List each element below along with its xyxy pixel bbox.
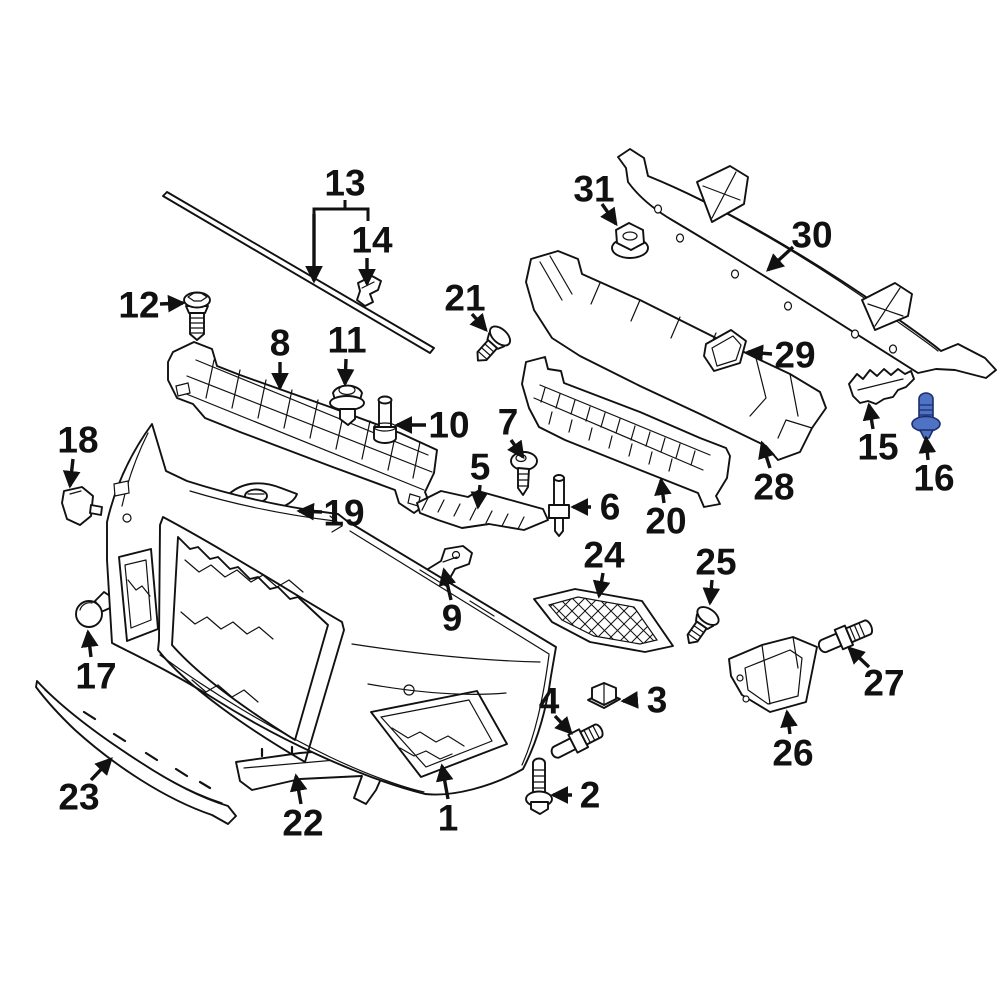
callout-9: 9 <box>438 567 463 639</box>
part-12-screw <box>183 291 211 341</box>
callout-19: 19 <box>296 493 365 534</box>
part-2-screw <box>525 757 553 815</box>
callout-label-12: 12 <box>118 285 159 326</box>
part-31-nut <box>611 222 649 259</box>
callout-23: 23 <box>58 757 113 818</box>
callout-label-14: 14 <box>351 220 393 261</box>
callout-label-16: 16 <box>913 458 954 499</box>
callout-17: 17 <box>75 629 117 697</box>
part-23-lip <box>35 680 237 825</box>
callout-26: 26 <box>772 709 814 774</box>
part-6-stud <box>548 474 570 537</box>
callout-8: 8 <box>270 323 291 391</box>
callout-label-9: 9 <box>442 598 463 639</box>
part-21-screw <box>476 325 512 362</box>
callout-13: 13 <box>305 163 370 284</box>
callout-15: 15 <box>857 402 899 468</box>
callout-7: 7 <box>498 402 525 460</box>
callout-1: 1 <box>435 763 459 839</box>
callout-4: 4 <box>539 681 573 735</box>
callout-label-18: 18 <box>57 420 98 461</box>
part-27-stud <box>817 619 874 654</box>
part-20-absorber <box>521 356 731 508</box>
callout-6: 6 <box>570 487 621 528</box>
part-16-screw-highlighted <box>911 392 941 439</box>
callout-label-1: 1 <box>438 798 459 839</box>
callout-16: 16 <box>913 435 955 499</box>
callout-label-29: 29 <box>774 335 815 376</box>
callout-label-20: 20 <box>645 501 686 542</box>
callout-label-7: 7 <box>498 402 519 443</box>
callout-label-27: 27 <box>863 663 904 704</box>
callout-label-11: 11 <box>327 320 366 361</box>
callout-label-6: 6 <box>600 487 621 528</box>
callout-label-19: 19 <box>323 493 364 534</box>
callout-22: 22 <box>282 773 324 844</box>
part-26-bracket <box>728 636 818 713</box>
callout-label-26: 26 <box>772 733 813 774</box>
callout-label-15: 15 <box>857 427 898 468</box>
callout-label-24: 24 <box>583 535 625 576</box>
callout-label-28: 28 <box>753 467 794 508</box>
callout-label-23: 23 <box>58 777 99 818</box>
callout-label-13: 13 <box>324 163 365 204</box>
part-7-screw <box>510 451 538 496</box>
part-4-stud <box>550 723 604 759</box>
callout-label-4: 4 <box>539 681 560 722</box>
callout-label-2: 2 <box>580 775 601 816</box>
callout-21: 21 <box>444 278 488 332</box>
callout-12: 12 <box>118 285 186 326</box>
callout-label-8: 8 <box>270 323 291 364</box>
part-5-bracket <box>416 490 549 531</box>
callout-label-17: 17 <box>75 656 116 697</box>
callout-31: 31 <box>573 169 618 227</box>
part-28-absorber <box>525 250 827 461</box>
callout-24: 24 <box>583 535 625 599</box>
callout-29: 29 <box>745 335 816 376</box>
callout-10: 10 <box>394 405 470 446</box>
callout-label-22: 22 <box>282 803 323 844</box>
callout-label-5: 5 <box>470 447 491 488</box>
part-30-reinforcement <box>617 148 997 379</box>
callout-18: 18 <box>57 420 99 489</box>
callout-label-21: 21 <box>444 278 485 319</box>
callout-11: 11 <box>327 320 367 387</box>
callout-30: 30 <box>766 215 833 272</box>
part-14-clip <box>356 275 382 307</box>
callout-28: 28 <box>753 440 795 508</box>
callout-2: 2 <box>550 775 601 816</box>
callout-label-31: 31 <box>573 169 614 210</box>
part-13-strip <box>162 191 435 354</box>
callout-27: 27 <box>847 646 905 704</box>
part-29-bracket <box>703 329 747 372</box>
callout-label-3: 3 <box>647 680 668 721</box>
callout-3: 3 <box>620 680 668 721</box>
part-24-fog-grille <box>533 588 674 653</box>
callout-25: 25 <box>695 542 737 606</box>
part-15-bracket <box>848 368 915 405</box>
part-25-screw <box>686 606 720 644</box>
callout-label-30: 30 <box>791 215 832 256</box>
part-3-nut <box>587 682 621 709</box>
callout-20: 20 <box>645 477 687 542</box>
part-1-bumper-cover <box>106 423 557 796</box>
part-17-cap <box>75 591 114 628</box>
part-10-stud <box>373 395 397 444</box>
callout-5: 5 <box>470 447 491 510</box>
part-18-cover <box>61 486 103 526</box>
callout-label-25: 25 <box>695 542 736 583</box>
callout-label-10: 10 <box>428 405 469 446</box>
callout-14: 14 <box>351 220 393 287</box>
part-8-upper-cover <box>167 341 438 514</box>
